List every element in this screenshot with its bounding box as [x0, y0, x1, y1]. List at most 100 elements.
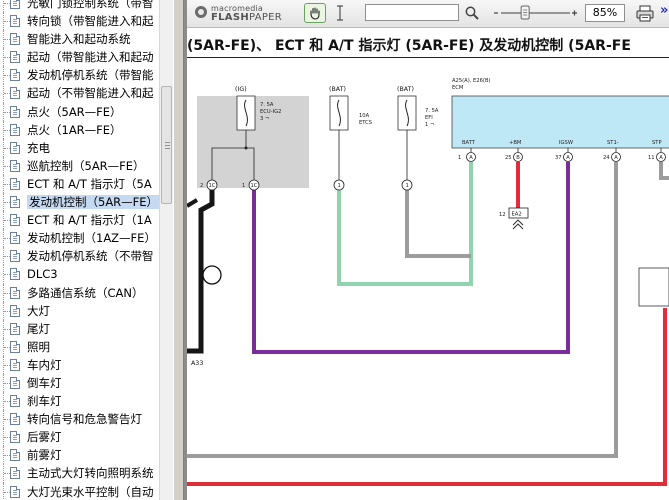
tree-branch-line — [4, 292, 10, 294]
junction-num: 1 — [338, 183, 341, 189]
wire-gray-st1 — [187, 162, 618, 458]
search-icon[interactable] — [464, 5, 480, 21]
document-page-icon — [10, 395, 20, 408]
panel-splitter[interactable] — [173, 0, 184, 500]
tree-guide-line — [3, 301, 5, 320]
search-input[interactable] — [365, 4, 459, 21]
tree-item-label: 多路通信系统（CAN） — [27, 285, 144, 300]
tree-item[interactable]: 大灯光束水平控制（自动 — [0, 482, 159, 500]
tree-item[interactable]: 智能进入和起动系统 — [0, 30, 159, 49]
ecm-pin-number: 1 — [458, 155, 461, 161]
right-component-box — [638, 267, 669, 307]
fuse-efi: (BAT) 7. 5A EFI 1 ¬ — [397, 86, 439, 131]
document-tree-panel: 光敏门锁控制系统（带智转向锁（带智能进入和起智能进入和起动系统起动（带智能进入和… — [0, 0, 159, 500]
tree-item-label: 巡航控制（5AR—FE） — [27, 158, 145, 173]
tree-guide-line — [3, 156, 5, 175]
tree-branch-line — [4, 147, 10, 149]
tree-item[interactable]: 巡航控制（5AR—FE） — [0, 156, 159, 175]
tree-item-label: DLC3 — [27, 267, 58, 282]
document-page-icon — [10, 177, 20, 190]
page-title: (5AR-FE)、 ECT 和 A/T 指示灯 (5AR-FE) 及发动机控制 … — [187, 38, 631, 54]
tree-item[interactable]: 照明 — [0, 337, 159, 356]
title-underline — [187, 57, 669, 58]
tree-item[interactable]: 点火（5AR—FE） — [0, 102, 159, 121]
document-page-icon — [10, 232, 20, 245]
tree-item[interactable]: 光敏门锁控制系统（带智 — [0, 0, 159, 13]
tree-branch-line — [4, 256, 10, 258]
tree-item[interactable]: 前雾灯 — [0, 446, 159, 465]
tree-item[interactable]: 发动机控制（5AR—FE） — [0, 193, 159, 212]
document-page-icon — [10, 304, 20, 317]
toolbar-overflow-chevron-icon[interactable]: » — [660, 3, 669, 18]
junction-1c-right: 1 1C — [242, 179, 260, 191]
document-page-icon — [10, 467, 20, 480]
tree-guide-line — [3, 337, 5, 356]
tree-branch-line — [4, 57, 10, 59]
document-tree: 光敏门锁控制系统（带智转向锁（带智能进入和起智能进入和起动系统起动（带智能进入和… — [0, 0, 159, 500]
fuse-ig-rating: 7. 5A — [260, 102, 274, 108]
tree-item[interactable]: 发动机停机系统（带智能 — [0, 66, 159, 85]
text-select-tool-button[interactable] — [333, 3, 347, 23]
tree-guide-line — [3, 138, 5, 157]
tree-guide-line — [3, 229, 5, 248]
tree-branch-line — [4, 455, 10, 457]
ecm-pin-name: ST1- — [607, 140, 619, 146]
tree-item[interactable]: 充电 — [0, 138, 159, 157]
tree-guide-line — [3, 482, 5, 500]
tree-item[interactable]: ECT 和 A/T 指示灯（5A — [0, 174, 159, 194]
tree-scrollbar-thumb[interactable] — [161, 86, 172, 204]
tree-item[interactable]: 多路通信系统（CAN） — [0, 283, 159, 302]
logo-text-paper: PAPER — [249, 12, 283, 23]
ecm-pin-number: 24 — [603, 155, 610, 161]
tree-item[interactable]: 后雾灯 — [0, 428, 159, 447]
tree-item[interactable]: 点火（1AR—FE） — [0, 120, 159, 139]
tree-item[interactable]: DLC3 — [0, 265, 159, 284]
tree-item[interactable]: 发动机停机系统（不带智 — [0, 247, 159, 266]
tree-item[interactable]: 大灯 — [0, 301, 159, 320]
document-page-icon — [10, 87, 20, 100]
tree-item[interactable]: 转向信号和危急警告灯 — [0, 410, 159, 429]
tree-item[interactable]: 倒车灯 — [0, 373, 159, 393]
tree-branch-line — [4, 328, 10, 330]
hand-tool-button[interactable] — [304, 3, 326, 23]
tree-item[interactable]: 刹车灯 — [0, 392, 159, 411]
fuse-ig-name: ECU-IG2 — [260, 109, 281, 115]
document-page-icon — [10, 69, 20, 82]
fuse-bat2-rating: 7. 5A — [425, 108, 439, 114]
zoom-slider[interactable] — [492, 4, 578, 22]
document-page-icon — [10, 51, 20, 64]
ecm-pin-circle — [611, 152, 621, 162]
ecm-box — [451, 95, 669, 149]
tree-item[interactable]: 发动机控制（1AZ—FE） — [0, 229, 159, 248]
tree-item[interactable]: ECT 和 A/T 指示灯（1A — [0, 211, 159, 230]
document-page-icon — [10, 485, 20, 498]
wiring-diagram: (IG) 7. 5A ECU-IG2 3 ¬ (BAT) 10A ETCS (B… — [187, 78, 669, 486]
tree-item-label: 刹车灯 — [27, 394, 62, 409]
tree-item[interactable]: 主动式大灯转向照明系统 — [0, 464, 159, 483]
tree-item[interactable]: 尾灯 — [0, 319, 159, 338]
zoom-level-field[interactable]: 85% — [585, 4, 625, 22]
tree-item[interactable]: 转向锁（带智能进入和起 — [0, 12, 159, 31]
ecm-pin-number: 25 — [505, 155, 512, 161]
tree-item[interactable]: 起动（不带智能进入和起 — [0, 84, 159, 103]
tree-item-label: 转向信号和危急警告灯 — [27, 412, 142, 427]
fuse-bat2-ref: 1 ¬ — [425, 122, 434, 128]
logo-text-top: macromedia — [211, 4, 264, 13]
tree-branch-line — [4, 364, 10, 366]
tree-item[interactable]: 车内灯 — [0, 355, 159, 374]
tree-item[interactable]: 起动（带智能进入和起动 — [0, 48, 159, 67]
document-page-icon — [10, 340, 20, 353]
document-page-icon — [10, 105, 20, 118]
tree-branch-line — [4, 473, 10, 475]
tree-branch-line — [4, 491, 10, 493]
tree-item-label: 点火（5AR—FE） — [27, 104, 122, 119]
tree-scrollbar[interactable] — [159, 0, 173, 500]
zoom-slider-thumb[interactable] — [520, 5, 530, 20]
print-icon[interactable] — [636, 5, 654, 22]
tree-item-label: 大灯光束水平控制（自动 — [27, 484, 154, 499]
tree-guide-line — [3, 0, 5, 13]
document-page: (5AR-FE)、 ECT 和 A/T 指示灯 (5AR-FE) 及发动机控制 … — [187, 28, 669, 500]
tree-branch-line — [4, 21, 10, 23]
fuse-bat2-header: (BAT) — [397, 86, 414, 93]
